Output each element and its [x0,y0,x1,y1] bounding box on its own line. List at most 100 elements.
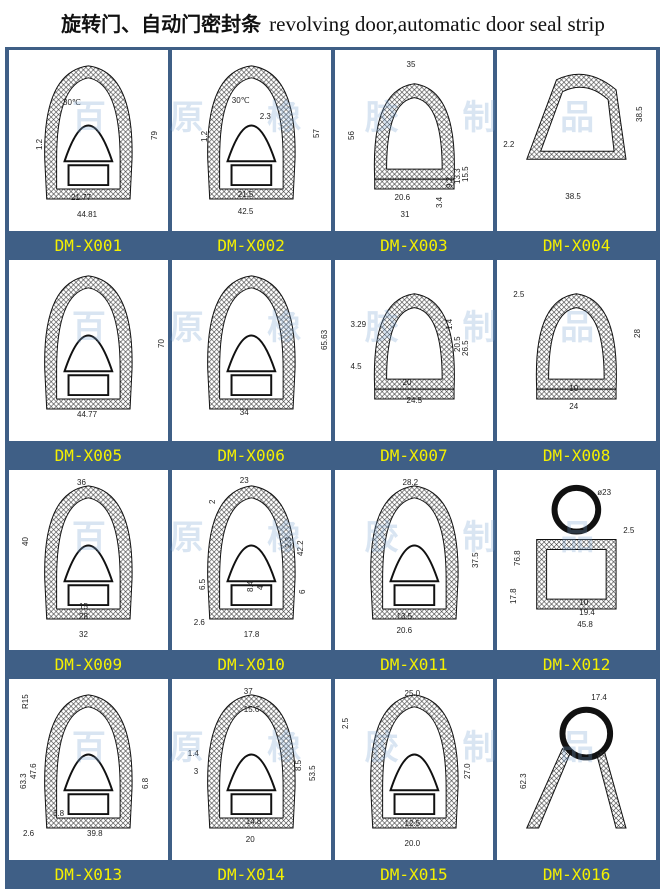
dimension-label: 53.5 [307,765,317,782]
dimension-label: 70 [157,338,166,348]
dimension-label: 40 [21,536,30,546]
dimension-label: 25.0 [404,689,421,699]
dimension-label: 44.81 [77,210,98,219]
dimension-label: 6 [297,589,307,594]
dimension-label: 20.6 [396,625,413,635]
dimension-label: 37.5 [470,551,480,568]
dimension-label: 2.5 [513,289,525,299]
dimension-label: 20.0 [404,839,421,849]
product-code-label: DM-X002 [217,235,285,255]
dimension-label: 4.5 [350,361,362,371]
profile-drawing [44,65,133,200]
dimension-label: 26.5 [460,340,470,356]
dimension-label: 21.77 [71,193,92,202]
dimension-label: 13.5 [396,611,413,621]
dimension-label: 63.3 [19,773,28,790]
dimension-label: 44.77 [77,409,98,419]
title-chinese: 旋转门、自动门密封条 [61,12,262,36]
dimension-label: 23 [239,475,249,485]
dimension-label: 1.4 [444,318,454,330]
dimension-label: 14.8 [245,817,262,827]
dimension-label: 27.0 [462,763,472,780]
dimension-label: 15 [79,601,88,611]
product-code-label: DM-X004 [542,235,611,255]
dimension-label: 28 [633,328,643,338]
dimension-label: 31 [400,210,410,219]
dimension-label: 34 [239,407,249,417]
dimension-label: 1.4 [187,749,199,759]
dimension-label: 24.5 [406,395,423,405]
profile-drawing [536,484,617,610]
profile-drawing [44,694,133,829]
dimension-label: 3.29 [350,319,367,329]
product-code-label: DM-X006 [217,445,285,465]
dimension-label: 20.6 [394,193,411,202]
dimension-label: 2.6 [193,617,205,627]
product-code-label: DM-X008 [542,445,611,465]
dimension-label: 76.8 [513,549,523,566]
dimension-label: 30℃ [63,98,81,107]
product-code-label: DM-X014 [217,865,285,884]
dimension-label: 2.5 [340,718,350,730]
dimension-label: 10 [569,383,579,393]
dimension-label: 20 [245,835,255,845]
profile-drawing [373,293,455,400]
dimension-label: 2.3 [259,112,271,121]
dimension-label: 28 [79,611,88,621]
profile-drawing [369,694,459,829]
page-title: 旋转门、自动门密封条 revolving door,automatic door … [0,8,666,37]
dimension-label: 4 [255,585,265,590]
dimension-label: 65.63 [319,329,329,350]
dimension-label: 56 [346,131,356,140]
dimension-label: 38.5 [565,192,581,201]
profile-drawing [44,275,133,410]
dimension-label: 38.5 [635,106,645,122]
dimension-label: 79 [150,131,159,140]
dimension-label: 15.5 [460,166,470,182]
dimension-label: 19.4 [579,607,595,617]
profile-drawing [526,707,627,829]
dimension-label: 17.8 [509,587,519,604]
dimension-label: 8.4 [245,580,255,592]
dimension-label: 6.8 [141,778,150,790]
dimension-label: 3 [193,767,199,777]
dimension-label: 20 [402,377,412,387]
dimension-label: 12.5 [404,819,421,829]
product-code-label: DM-X009 [54,655,123,675]
dimension-label: 1.2 [35,138,44,150]
dimension-label: 2.6 [23,829,35,839]
profile-drawing [206,484,296,619]
dimension-label: 2.5 [623,525,635,535]
profile-drawing [206,694,296,829]
dimension-label: 28.2 [402,477,419,487]
dimension-label: 45.8 [577,619,593,629]
dimension-label: ø23 [597,487,612,497]
title-english: revolving door,automatic door seal strip [269,12,605,36]
profile-drawing [373,83,455,190]
profile-drawing [44,484,133,619]
dimension-label: 62.3 [519,773,529,790]
profile-image: 30℃ 1.2 79 21.77 44.81 [9,50,168,231]
